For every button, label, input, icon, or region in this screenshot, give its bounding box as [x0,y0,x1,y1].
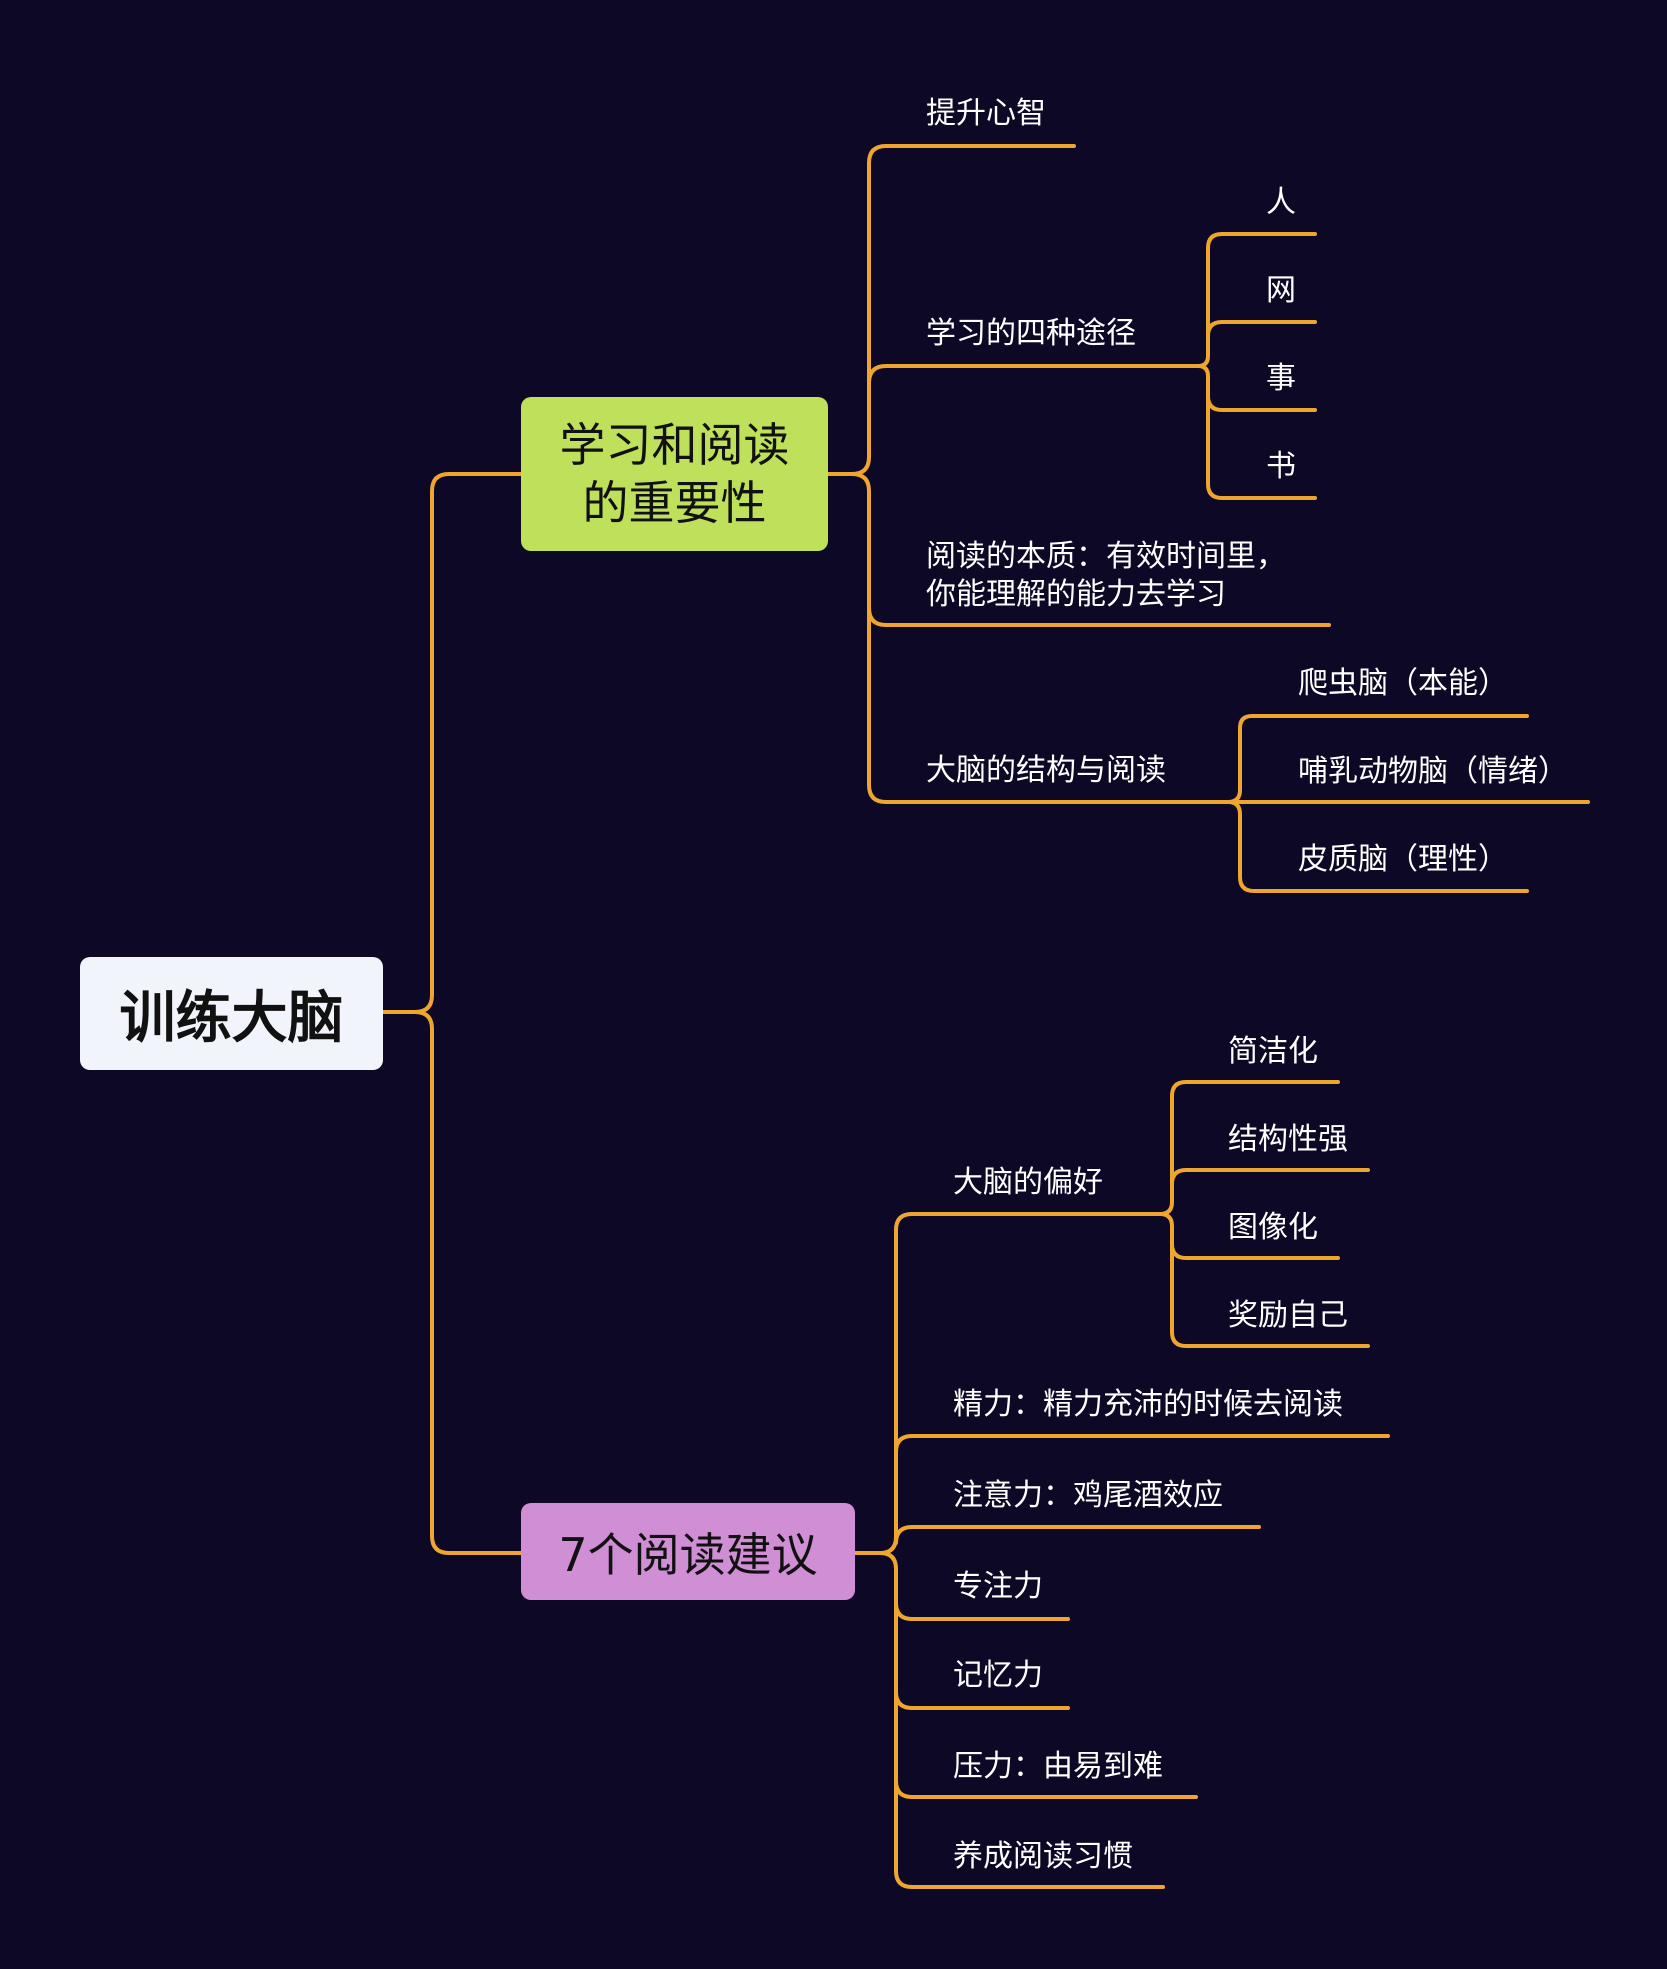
node-way-book[interactable]: 书 [1266,449,1296,484]
branch-advice-node[interactable]: 7个阅读建议 [521,1503,855,1600]
node-pref-simplify[interactable]: 简洁化 [1228,1034,1318,1069]
essence-line1: 阅读的本质：有效时间里， [926,539,1286,574]
connector-root [381,472,523,1014]
essence-line2: 你能理解的能力去学习 [926,577,1226,612]
connector-pressure [894,1779,1198,1799]
connector-essence [867,606,1331,627]
branch-reading-label: 学习和阅读 的重要性 [560,416,790,532]
node-pressure[interactable]: 压力：由易到难 [953,1749,1163,1784]
node-cortex-brain[interactable]: 皮质脑（理性） [1298,842,1508,877]
connector-brain-sub-lower [1226,800,1529,893]
root-label: 训练大脑 [119,986,344,1051]
node-pref-structure[interactable]: 结构性强 [1228,1122,1348,1157]
connector-four-ways [867,364,1195,385]
connector-memory [894,1690,1070,1710]
root-node[interactable]: 训练大脑 [80,957,383,1070]
branch-reading-label-line2: 的重要性 [582,476,767,530]
node-way-practice[interactable]: 事 [1266,361,1296,396]
connector-reading-trunk [826,144,1076,476]
connector-energy [894,1434,1390,1454]
node-memory[interactable]: 记忆力 [953,1658,1043,1693]
node-pref-visual[interactable]: 图像化 [1228,1210,1318,1245]
node-brain-preference[interactable]: 大脑的偏好 [953,1165,1103,1200]
connector-way-2 [1206,320,1317,338]
connector-attention [894,1525,1261,1545]
node-focus[interactable]: 专注力 [953,1569,1043,1604]
node-energy[interactable]: 精力：精力充沛的时候去阅读 [953,1387,1343,1422]
connector-four-ways-sub-lower [1196,364,1317,500]
node-pref-reward[interactable]: 奖励自己 [1228,1298,1348,1333]
node-attention[interactable]: 注意力：鸡尾酒效应 [953,1478,1223,1513]
connector-reading-trunk-lower [850,472,1202,804]
node-way-internet[interactable]: 网 [1266,273,1296,308]
connector-preference-sub-lower [1158,1212,1370,1348]
branch-reading-node[interactable]: 学习和阅读 的重要性 [521,397,828,551]
node-brain-structure[interactable]: 大脑的结构与阅读 [926,753,1166,788]
branch-reading-label-line1: 学习和阅读 [559,418,790,472]
connector-root-lower [413,1010,523,1555]
connector-way-3 [1206,394,1317,412]
connector-pref-2 [1170,1168,1370,1186]
node-habit[interactable]: 养成阅读习惯 [953,1839,1133,1874]
node-reptile-brain[interactable]: 爬虫脑（本能） [1298,666,1508,701]
branch-advice-label: 7个阅读建议 [558,1527,818,1582]
connector-focus [894,1601,1070,1621]
node-four-ways[interactable]: 学习的四种途径 [926,316,1136,351]
connector-pref-3 [1170,1242,1340,1260]
connector-advice-trunk-lower [878,1551,1165,1889]
node-reading-essence[interactable]: 阅读的本质：有效时间里， 你能理解的能力去学习 [926,538,1286,614]
node-way-person[interactable]: 人 [1266,185,1296,220]
node-improve-mind[interactable]: 提升心智 [926,96,1046,131]
node-mammal-brain[interactable]: 哺乳动物脑（情绪） [1298,754,1568,789]
connector-four-ways-sub [1191,232,1317,368]
